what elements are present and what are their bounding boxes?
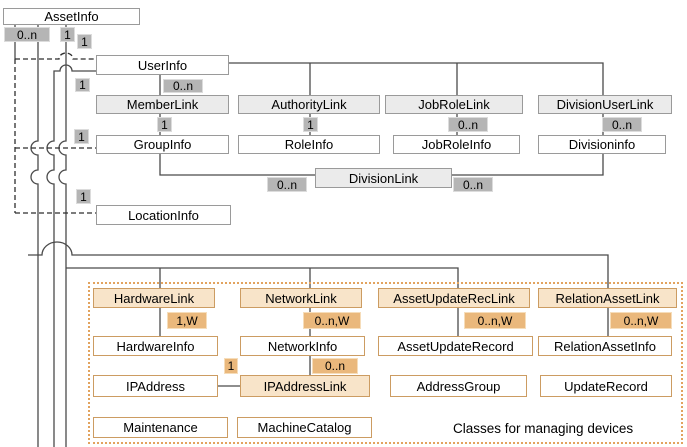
class-box-assetupdatereclink: AssetUpdateRecLink [378,288,530,308]
multiplicity-label-userinfo-left-1: 1 [75,78,90,92]
class-box-locationinfo: LocationInfo [96,205,231,225]
class-box-networkinfo: NetworkInfo [240,336,365,356]
multiplicity-label-assetinfo-0n: 0..n [4,27,50,42]
class-box-roleinfo: RoleInfo [238,135,380,154]
class-box-hardwareinfo: HardwareInfo [93,336,218,356]
multiplicity-label-memberlink-0n: 0..n [163,79,203,93]
multiplicity-label-divisionlink-left-0n: 0..n [267,177,307,192]
multiplicity-label-divisioninfo-0n: 0..n [602,117,642,132]
multiplicity-label-userinfo-rel-1: 1 [77,34,92,49]
class-box-addressgroup: AddressGroup [390,375,527,397]
class-box-machinecatalog: MachineCatalog [237,417,372,438]
class-box-relationassetlink: RelationAssetLink [538,288,677,308]
class-box-memberlink: MemberLink [96,95,229,114]
device-region-caption: Classes for managing devices [453,421,634,436]
multiplicity-label-jobroleinfo-0n: 0..n [448,117,488,132]
class-box-hardwarelink: HardwareLink [93,288,215,308]
class-box-assetinfo: AssetInfo [3,8,140,25]
multiplicity-label-ipaddresslink-0n: 0..n [312,358,358,374]
multiplicity-label-relationassetlink-0nw: 0..n,W [610,312,672,329]
multiplicity-label-locationinfo-1: 1 [76,189,91,204]
class-box-jobrolelink: JobRoleLink [385,95,523,114]
multiplicity-label-assetupdatereclink-0nw: 0..n,W [464,312,526,329]
multiplicity-label-networklink-0nw: 0..n,W [303,312,361,329]
class-box-divisionuserlink: DivisionUserLink [538,95,672,114]
multiplicity-label-roleinfo-1: 1 [303,117,318,132]
class-box-assetupdaterecord: AssetUpdateRecord [378,336,533,356]
class-box-ipaddresslink: IPAddressLink [240,375,370,397]
class-box-authoritylink: AuthorityLink [238,95,380,114]
class-box-jobroleinfo: JobRoleInfo [393,135,520,154]
multiplicity-label-assetinfo-1: 1 [60,27,75,42]
multiplicity-label-groupinfo-1: 1 [157,117,172,132]
class-box-ipaddress: IPAddress [93,375,218,397]
multiplicity-label-groupinfo-left-1: 1 [74,129,89,144]
class-box-relationassetinfo: RelationAssetInfo [538,336,672,356]
class-box-divisioninfo: Divisioninfo [538,135,666,154]
multiplicity-label-divisionlink-right-0n: 0..n [453,177,493,192]
multiplicity-label-hardwarelink-1w: 1,W [167,312,207,329]
class-box-groupinfo: GroupInfo [96,135,229,154]
class-box-networklink: NetworkLink [240,288,362,308]
class-box-divisionlink: DivisionLink [315,168,452,188]
class-box-updaterecord: UpdateRecord [540,375,672,397]
class-box-maintenance: Maintenance [93,417,228,438]
device-classes-region [88,282,683,444]
multiplicity-label-ipaddress-1: 1 [224,358,238,374]
class-box-userinfo: UserInfo [96,55,229,75]
